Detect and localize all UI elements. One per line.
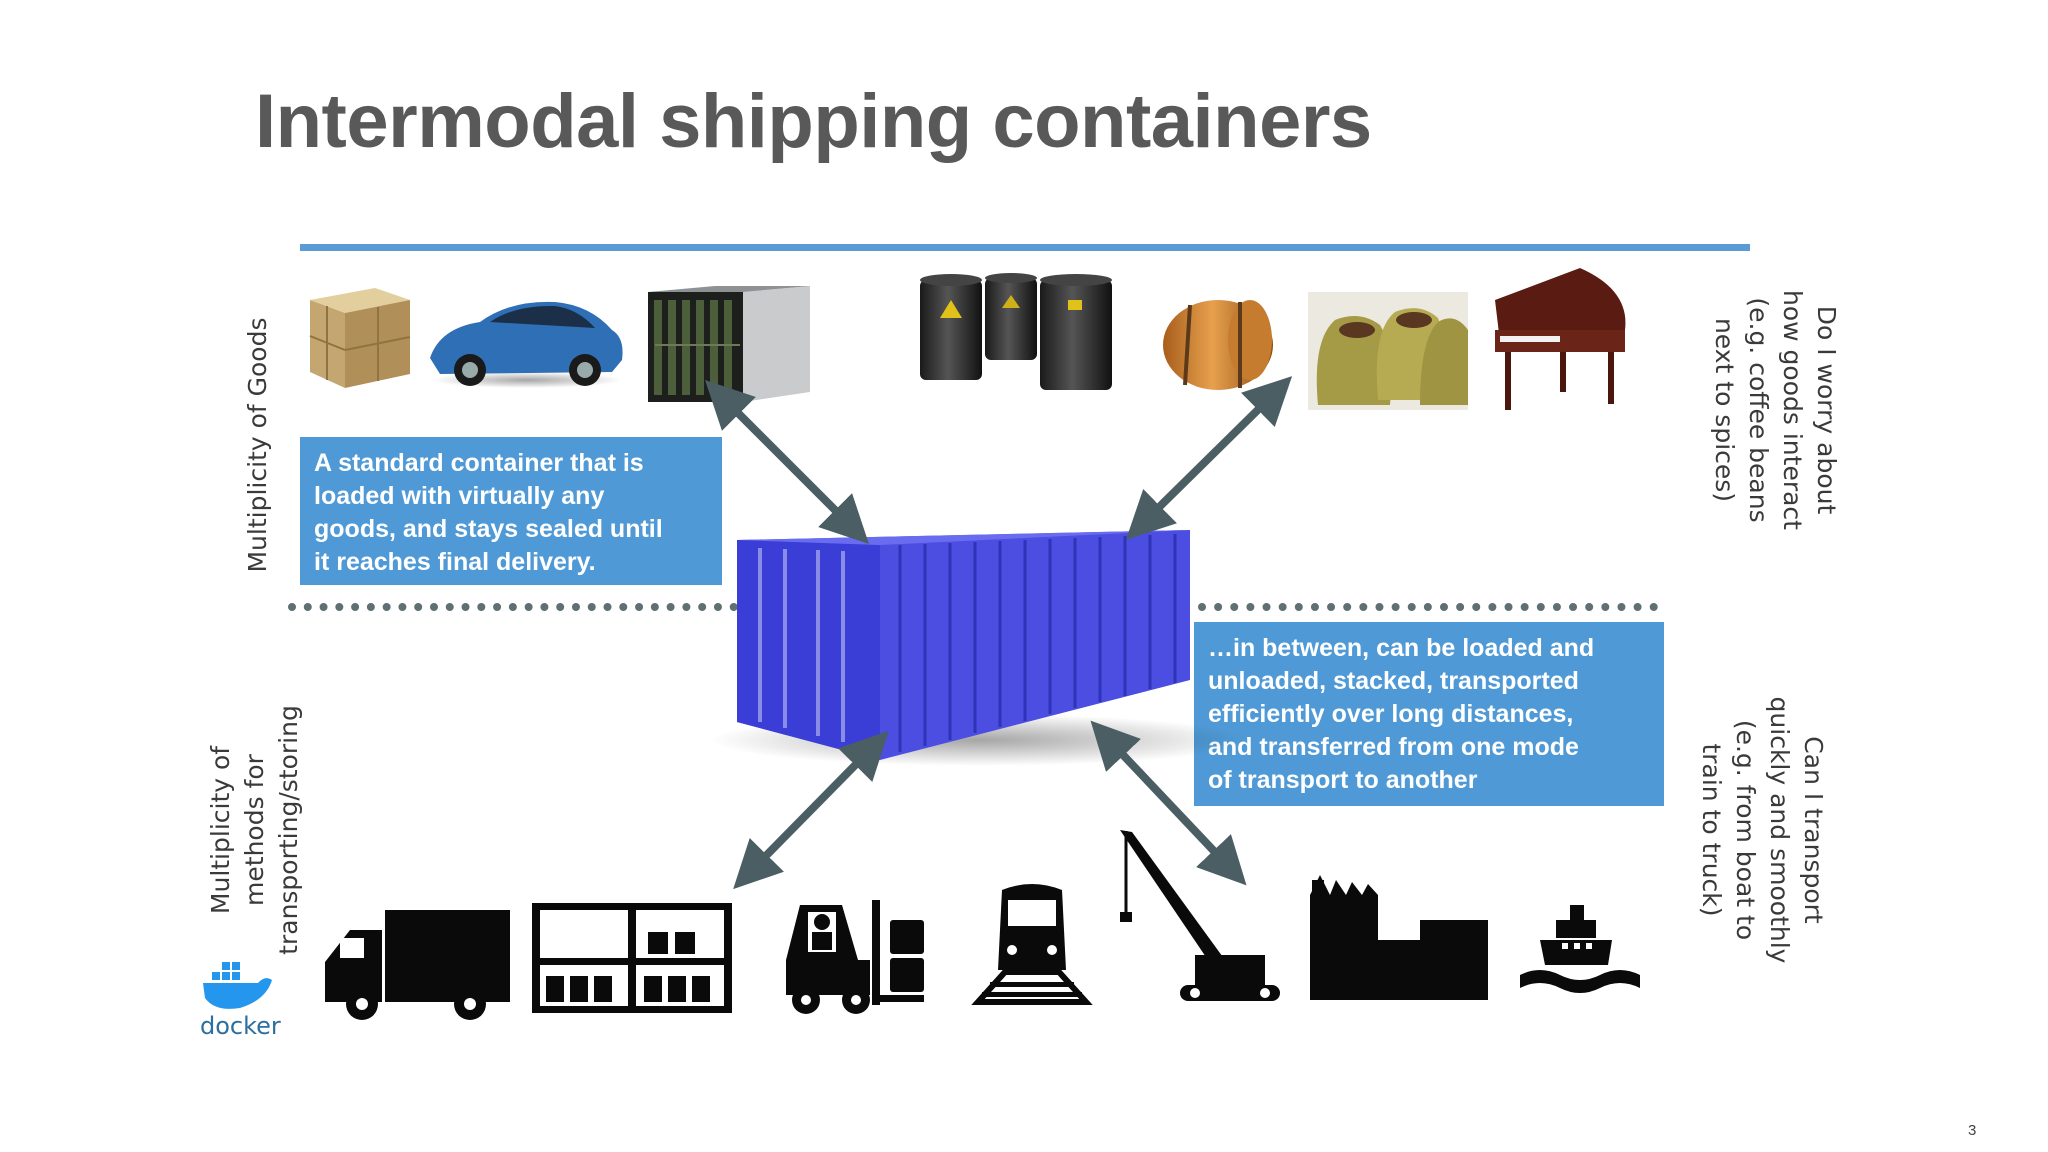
dotted-divider-left bbox=[288, 603, 738, 611]
arrows bbox=[705, 376, 1293, 890]
train-icon bbox=[971, 884, 1093, 1005]
sports-car-icon bbox=[430, 301, 623, 388]
crate-icon bbox=[309, 288, 411, 388]
arrow-goods-left bbox=[705, 380, 869, 544]
truck-icon bbox=[325, 910, 510, 1020]
forklift-icon bbox=[786, 900, 924, 1014]
grand-piano-icon bbox=[1495, 268, 1626, 410]
shipping-container-icon bbox=[710, 530, 1250, 766]
warehouse-rack-icon bbox=[532, 903, 732, 1013]
dotted-divider-right bbox=[1198, 603, 1658, 611]
arrow-transport-left bbox=[733, 730, 889, 890]
server-rack-icon bbox=[648, 286, 810, 402]
page-number: 3 bbox=[1968, 1122, 1977, 1139]
factory-icon bbox=[1310, 875, 1488, 1000]
callout-in-between: …in between, can be loaded and unloaded,… bbox=[1194, 622, 1664, 806]
coffee-sacks-icon bbox=[1308, 292, 1468, 410]
docker-logo-icon bbox=[203, 962, 272, 1009]
ship-icon bbox=[1520, 905, 1640, 993]
docker-logo-text: docker bbox=[200, 1012, 281, 1040]
slide-title: Intermodal shipping containers bbox=[255, 79, 1372, 164]
callout-standard-container: A standard container that is loaded with… bbox=[300, 437, 722, 585]
arrow-transport-right bbox=[1090, 720, 1247, 886]
crane-icon bbox=[1120, 830, 1280, 1001]
wooden-barrel-icon bbox=[1163, 300, 1273, 390]
arrow-goods-right bbox=[1125, 376, 1293, 540]
top-divider bbox=[300, 244, 1750, 251]
oil-barrels-icon bbox=[920, 273, 1112, 390]
